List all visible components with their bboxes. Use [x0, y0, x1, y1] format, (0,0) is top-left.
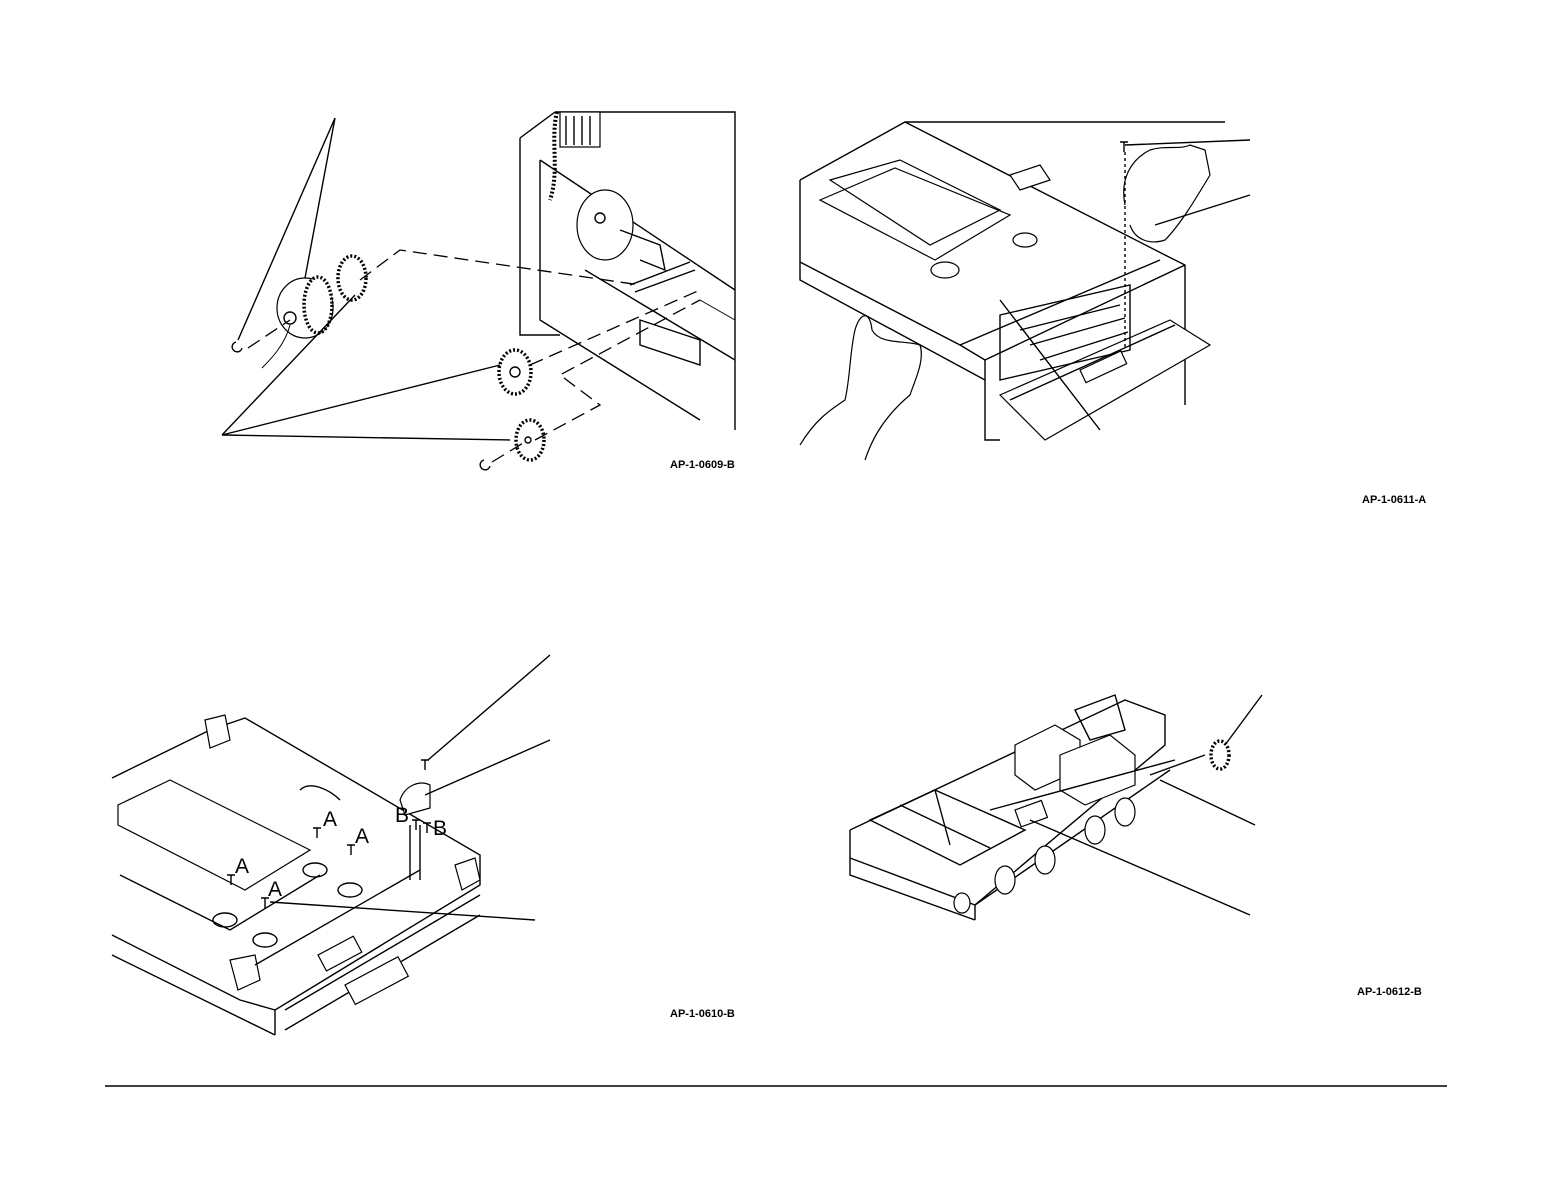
figure-top-cover-screws: A A A A B B AP-1-0610-B — [112, 655, 735, 1035]
drive-shaft — [630, 262, 695, 292]
drive-gear — [1211, 741, 1229, 769]
callout-b: B — [433, 817, 447, 840]
callout-leader-screw — [428, 655, 550, 760]
alignment-line-lower — [535, 300, 700, 440]
gear-middle — [499, 350, 531, 394]
hand-left — [800, 316, 921, 460]
figure-gear-clutch: AP-1-0609-B — [222, 112, 735, 471]
screw — [1120, 142, 1128, 152]
figure-tray-removal: AP-1-0611-A — [800, 122, 1426, 506]
alignment-line-middle — [530, 290, 700, 365]
callout-leader-bracket — [425, 740, 550, 795]
figure-code: AP-1-0612-B — [1357, 986, 1422, 998]
e-clip-lower — [480, 460, 490, 470]
figure-code: AP-1-0609-B — [670, 459, 735, 471]
clutch-assembly — [262, 277, 333, 368]
gear-lower — [516, 420, 544, 460]
wire-harness — [550, 112, 600, 200]
callout-leader-roller — [1030, 820, 1250, 915]
callout-a: A — [235, 855, 249, 878]
figure-code: AP-1-0611-A — [1362, 494, 1426, 506]
figure-feed-roll-assembly: AP-1-0612-B — [850, 695, 1422, 998]
callout-b: B — [395, 804, 409, 827]
callout-leader-gear — [1225, 695, 1262, 745]
callout-leader-screw — [1125, 140, 1250, 145]
figure-code: AP-1-0610-B — [670, 1008, 735, 1020]
callout-a: A — [355, 825, 369, 848]
drive-motor — [577, 190, 665, 270]
callout-leader-screw-a — [270, 902, 535, 920]
machine-frame-side — [520, 112, 735, 430]
callout-a: A — [323, 808, 337, 831]
callout-a: A — [268, 878, 282, 901]
e-clip-upper — [232, 342, 242, 352]
callout-leader-2 — [222, 295, 510, 440]
alignment-line-clip — [248, 320, 525, 462]
callout-leader-shaft — [1160, 780, 1255, 825]
hand-right — [1124, 145, 1210, 242]
